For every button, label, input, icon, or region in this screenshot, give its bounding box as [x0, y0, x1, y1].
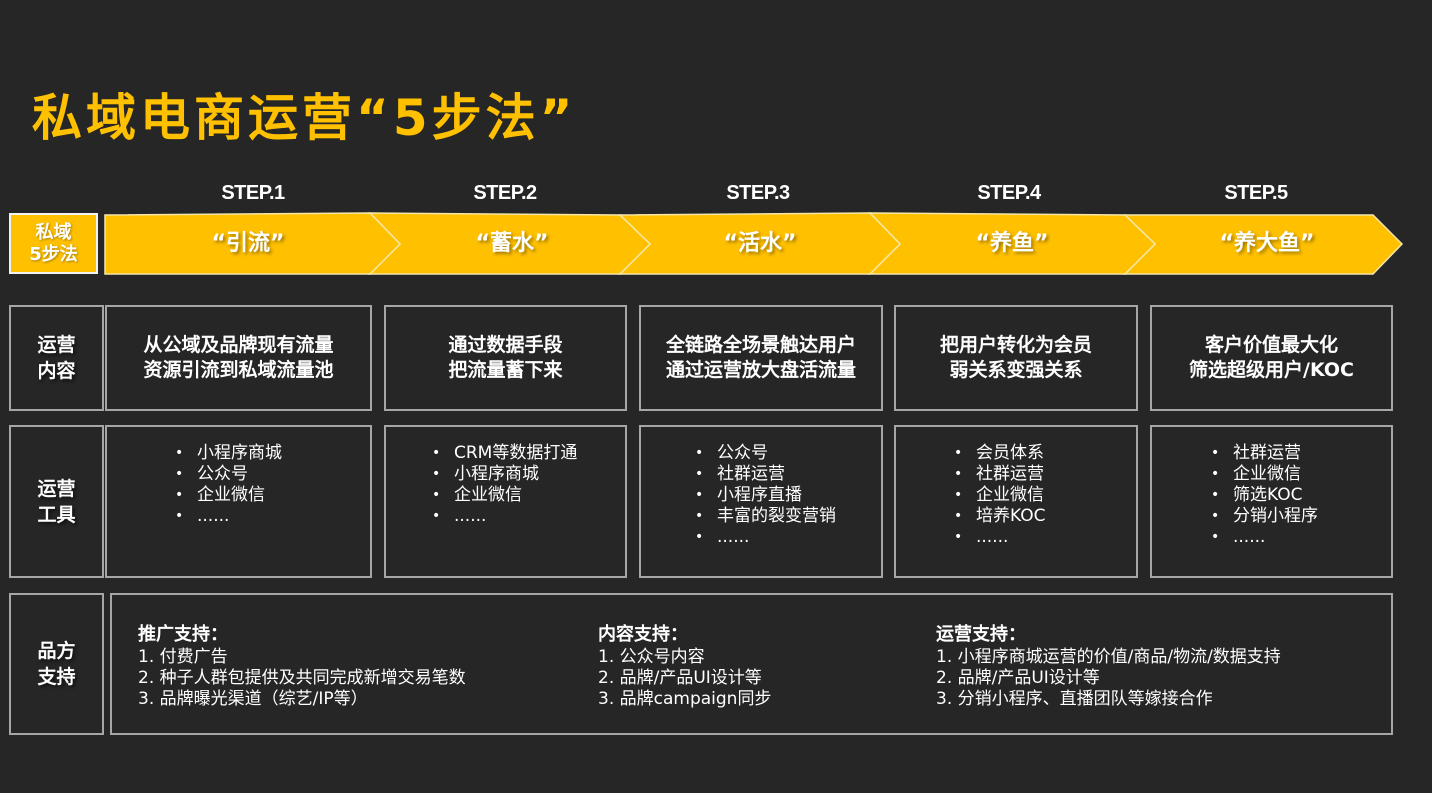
tools-item: 培养KOC [954, 506, 1136, 527]
row-label-support: 品方 支持 [9, 593, 104, 735]
support-item: 2. 品牌/产品UI设计等 [598, 668, 762, 688]
step-name-1: “引流” [211, 231, 285, 256]
step-label-2: STEP.2 [473, 182, 537, 204]
row-label-content-line2: 内容 [37, 360, 76, 382]
row-label-support-line1: 品方 [37, 640, 76, 662]
tools-cell-1: 小程序商城 公众号 企业微信 ...... [105, 425, 372, 578]
support-item: 2. 品牌/产品UI设计等 [936, 668, 1100, 688]
tools-item: 小程序商城 [432, 464, 625, 485]
content-cell-1-line1: 从公域及品牌现有流量 [143, 334, 334, 356]
support-item: 3. 分销小程序、直播团队等嫁接合作 [936, 689, 1213, 709]
content-cell-2-line1: 通过数据手段 [448, 334, 563, 356]
step-name-3: “活水” [723, 231, 797, 256]
badge-line-1: 私域 [35, 221, 72, 243]
page-title: 私域电商运营“5步法” [32, 89, 577, 147]
tools-cell-4: 会员体系 社群运营 企业微信 培养KOC ...... [894, 425, 1138, 578]
support-item: 1. 小程序商城运营的价值/商品/物流/数据支持 [936, 647, 1281, 667]
tools-item: 企业微信 [954, 485, 1136, 506]
content-cell-4: 把用户转化为会员 弱关系变强关系 [894, 305, 1138, 411]
tools-list-5: 社群运营 企业微信 筛选KOC 分销小程序 ...... [1211, 443, 1391, 548]
support-col-promotion: 推广支持： 1. 付费广告 2. 种子人群包提供及共同完成新增交易笔数 3. 品… [138, 623, 466, 710]
tools-list-4: 会员体系 社群运营 企业微信 培养KOC ...... [954, 443, 1136, 548]
tools-item: 企业微信 [175, 485, 370, 506]
step-name-2: “蓄水” [475, 231, 549, 256]
tools-item: ...... [695, 527, 881, 548]
tools-cell-2: CRM等数据打通 小程序商城 企业微信 ...... [384, 425, 627, 578]
content-cell-3-line2: 通过运营放大盘活流量 [665, 359, 856, 381]
content-cell-5-line1: 客户价值最大化 [1204, 334, 1338, 356]
content-cell-5-line2: 筛选超级用户/KOC [1189, 359, 1354, 381]
support-item: 1. 公众号内容 [598, 647, 705, 667]
tools-item: 公众号 [175, 464, 370, 485]
support-heading: 推广支持： [138, 624, 228, 645]
step-name-5: “养大鱼” [1219, 231, 1315, 256]
content-cell-1: 从公域及品牌现有流量 资源引流到私域流量池 [105, 305, 372, 411]
content-cell-4-line2: 弱关系变强关系 [949, 359, 1083, 381]
tools-item: 会员体系 [954, 443, 1136, 464]
row-label-tools-line2: 工具 [37, 503, 76, 526]
support-item: 1. 付费广告 [138, 647, 228, 667]
support-col-content: 内容支持： 1. 公众号内容 2. 品牌/产品UI设计等 3. 品牌campai… [598, 623, 771, 710]
tools-list-1: 小程序商城 公众号 企业微信 ...... [175, 443, 370, 527]
tools-item: 企业微信 [432, 485, 625, 506]
tools-item: 小程序商城 [175, 443, 370, 464]
support-item: 3. 品牌campaign同步 [598, 689, 772, 709]
tools-item: ...... [175, 506, 370, 527]
tools-item: 分销小程序 [1211, 506, 1391, 527]
step-label-3: STEP.3 [726, 182, 790, 204]
row-label-content: 运营 内容 [9, 305, 104, 411]
content-cell-1-line2: 资源引流到私域流量池 [143, 359, 334, 381]
support-panel: 推广支持： 1. 付费广告 2. 种子人群包提供及共同完成新增交易笔数 3. 品… [110, 593, 1393, 735]
tools-list-3: 公众号 社群运营 小程序直播 丰富的裂变营销 ...... [695, 443, 881, 548]
tools-item: 社群运营 [1211, 443, 1391, 464]
tools-cell-5: 社群运营 企业微信 筛选KOC 分销小程序 ...... [1150, 425, 1393, 578]
support-heading: 内容支持： [598, 624, 688, 645]
content-cell-3-line1: 全链路全场景触达用户 [665, 334, 856, 356]
tools-item: 丰富的裂变营销 [695, 506, 881, 527]
tools-list-2: CRM等数据打通 小程序商城 企业微信 ...... [432, 443, 625, 527]
step-label-1: STEP.1 [221, 182, 285, 204]
row-label-content-line1: 运营 [37, 334, 76, 356]
tools-item: 筛选KOC [1211, 485, 1391, 506]
support-item: 2. 种子人群包提供及共同完成新增交易笔数 [138, 668, 466, 688]
tools-item: 社群运营 [695, 464, 881, 485]
step-label-4: STEP.4 [977, 182, 1041, 204]
tools-item: ...... [1211, 527, 1391, 548]
row-label-tools-line1: 运营 [37, 477, 76, 500]
tools-item: 公众号 [695, 443, 881, 464]
content-cell-4-line1: 把用户转化为会员 [939, 334, 1092, 356]
support-item: 3. 品牌曝光渠道（综艺/IP等） [138, 689, 368, 709]
support-col-operations: 运营支持： 1. 小程序商城运营的价值/商品/物流/数据支持 2. 品牌/产品U… [936, 623, 1281, 710]
arrow-step-1 [104, 212, 402, 275]
tools-item: CRM等数据打通 [432, 443, 625, 464]
tools-item: 小程序直播 [695, 485, 881, 506]
tools-cell-3: 公众号 社群运营 小程序直播 丰富的裂变营销 ...... [639, 425, 883, 578]
badge-line-2: 5步法 [29, 243, 78, 265]
row-label-support-line2: 支持 [37, 666, 76, 688]
content-cell-2-line2: 把流量蓄下来 [448, 359, 563, 381]
tools-item: 社群运营 [954, 464, 1136, 485]
step-label-5: STEP.5 [1224, 182, 1288, 204]
tools-item: ...... [432, 506, 625, 527]
content-cell-2: 通过数据手段 把流量蓄下来 [384, 305, 627, 411]
tools-item: ...... [954, 527, 1136, 548]
content-cell-5: 客户价值最大化 筛选超级用户/KOC [1150, 305, 1393, 411]
row-label-tools: 运营 工具 [9, 425, 104, 578]
method-badge: 私域 5步法 [9, 213, 98, 274]
tools-item: 企业微信 [1211, 464, 1391, 485]
step-name-4: “养鱼” [975, 231, 1049, 256]
content-cell-3: 全链路全场景触达用户 通过运营放大盘活流量 [639, 305, 883, 411]
support-heading: 运营支持： [936, 624, 1026, 645]
